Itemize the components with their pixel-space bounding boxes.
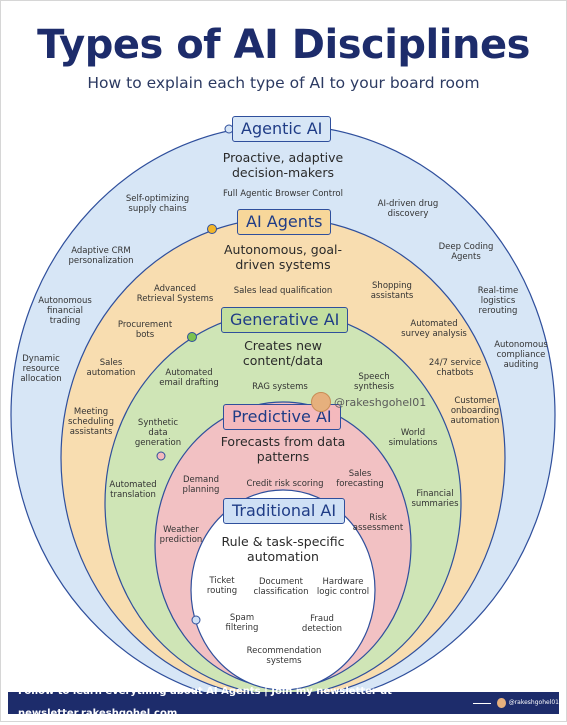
example-document-classification: Document classification [253, 577, 309, 597]
ai-agents-label: AI Agents [237, 209, 332, 235]
example-crm-personalization: Adaptive CRM personalization [68, 246, 134, 266]
footer-banner: Follow to learn everything about AI Agen… [8, 686, 559, 719]
example-ticket-routing: Ticket routing [206, 576, 238, 596]
example-demand-planning: Demand planning [182, 475, 220, 495]
traditional-ai-label: Traditional AI [223, 498, 346, 524]
example-hardware-logic-control: Hardware logic control [316, 577, 370, 597]
page-title: Types of AI Disciplines [37, 22, 530, 68]
example-rag-systems: RAG systems [252, 382, 308, 392]
example-retrieval-systems: Advanced Retrieval Systems [136, 284, 214, 304]
example-sales-automation: Sales automation [86, 358, 136, 378]
example-spam-filtering: Spam filtering [225, 613, 259, 633]
watermark-handle: @rakeshgohel01 [334, 395, 427, 409]
footer-avatar [497, 698, 506, 708]
example-agentic-browser-control: Full Agentic Browser Control [222, 189, 343, 199]
example-risk-assessment: Risk assessment [352, 513, 404, 533]
agentic-ai-description: Proactive, adaptive decision-makers [222, 150, 344, 180]
example-meeting-scheduling: Meeting scheduling assistants [67, 407, 114, 437]
predictive-ring-node [156, 451, 166, 461]
example-email-drafting: Automated email drafting [159, 368, 219, 388]
example-drug-discovery: AI-driven drug discovery [377, 199, 439, 219]
traditional-ai-description: Rule & task-specific automation [221, 534, 345, 564]
example-customer-onboarding: Customer onboarding automation [450, 396, 500, 426]
predictive-ai-description: Forecasts from data patterns [220, 434, 346, 464]
footer-divider-line [472, 702, 492, 704]
example-automated-translation: Automated translation [109, 480, 157, 500]
example-speech-synthesis: Speech synthesis [353, 372, 394, 392]
example-synthetic-data: Synthetic data generation [134, 418, 182, 448]
author-watermark: @rakeshgohel01 [311, 392, 426, 412]
footer-text: Follow to learn everything about AI Agen… [18, 686, 392, 719]
example-deep-coding-agents: Deep Coding Agents [438, 242, 494, 262]
example-survey-analysis: Automated survey analysis [401, 319, 467, 339]
example-service-chatbots: 24/7 service chatbots [428, 358, 482, 378]
example-financial-summaries: Financial summaries [411, 489, 459, 509]
example-world-simulations: World simulations [388, 428, 438, 448]
traditional-core [190, 489, 376, 691]
example-shopping-assistants: Shopping assistants [370, 281, 414, 301]
generative-ai-label: Generative AI [221, 307, 349, 333]
example-financial-trading: Autonomous financial trading [38, 296, 92, 326]
example-lead-qualification: Sales lead qualification [233, 286, 333, 296]
example-procurement-bots: Procurement bots [117, 320, 173, 340]
agentic-ai-label: Agentic AI [232, 116, 332, 142]
ai-agents-description: Autonomous, goal-driven systems [223, 242, 343, 272]
example-credit-risk: Credit risk scoring [246, 479, 324, 489]
example-recommendation-systems: Recommendation systems [246, 646, 322, 666]
example-resource-allocation: Dynamic resource allocation [20, 354, 62, 384]
generative-ring-node [187, 332, 197, 342]
author-avatar [311, 392, 331, 412]
page-subtitle: How to explain each type of AI to your b… [87, 74, 480, 92]
example-weather-prediction: Weather prediction [159, 525, 203, 545]
agents-ring-node [207, 224, 217, 234]
example-compliance-auditing: Autonomous compliance auditing [494, 340, 548, 370]
footer-handle: @rakeshgohel01 [508, 699, 559, 706]
traditional-core-node [191, 615, 201, 625]
generative-ai-description: Creates new content/data [242, 338, 324, 368]
example-fraud-detection: Fraud detection [301, 614, 343, 634]
example-sales-forecasting: Sales forecasting [336, 469, 384, 489]
example-logistics-rerouting: Real-time logistics rerouting [477, 286, 519, 316]
example-supply-chains: Self-optimizing supply chains [125, 194, 190, 214]
